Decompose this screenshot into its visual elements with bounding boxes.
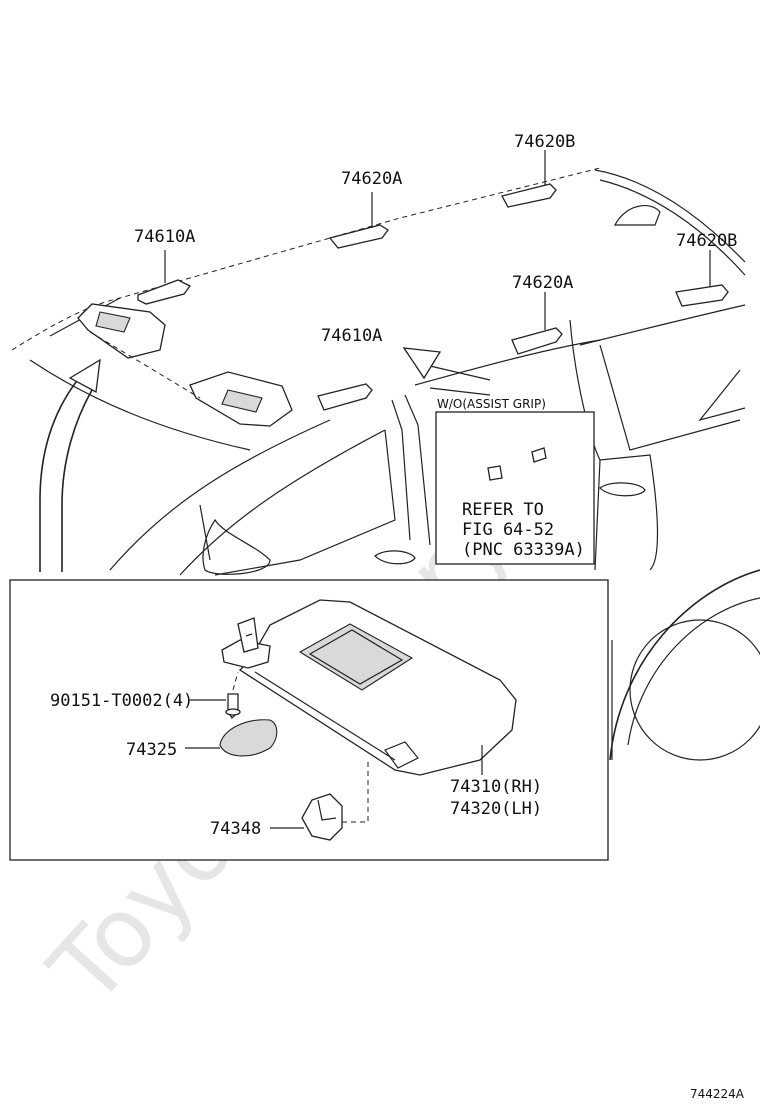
screw-90151 [225,671,241,720]
vehicle-outline [11,167,760,761]
label-74620a-top: 74620A [341,169,402,189]
assist-grip-74610a-left [137,250,191,305]
wo-assist-arrow [429,387,491,396]
assist-grip-74620a-top [328,192,389,249]
assist-grip-74610a-mid [317,383,373,411]
assist-grip-74620b-right [675,250,729,307]
sun-visor-right-installed [189,371,293,427]
label-visor-lh: 74320(LH) [450,799,542,819]
visor-pivot-bracket [221,617,271,669]
sun-visor-left-installed [77,303,166,359]
label-74620b-top: 74620B [514,132,575,152]
figure-id: 744224A [690,1087,745,1101]
detail-box [9,579,609,861]
label-screw: 90151-T0002(4) [50,691,193,711]
holder-74348 [301,762,369,841]
assist-grip-74620a-mid [511,292,563,355]
visor-leader-line [89,331,201,399]
inset-wo-assist-grip: W/O(ASSIST GRIP) REFER TO FIG 64-52 (PNC… [435,397,595,565]
label-cover: 74325 [126,740,177,760]
inset-refer-line2: FIG 64-52 [462,520,554,540]
assist-grip-74620b-top [501,150,557,208]
detail-arrow [39,371,85,572]
label-visor-rh: 74310(RH) [450,777,542,797]
cover-74325 [219,719,278,757]
label-74610a-mid: 74610A [321,326,382,346]
label-holder: 74348 [210,819,261,839]
label-74620a-mid: 74620A [512,273,573,293]
label-74620b-right: 74620B [676,231,737,251]
sun-visor-detail [238,599,517,776]
inset-title: W/O(ASSIST GRIP) [437,397,546,411]
label-74610a-left: 74610A [134,227,195,247]
inset-refer-line1: REFER TO [462,500,544,520]
inset-refer-line3: (PNC 63339A) [462,540,585,560]
